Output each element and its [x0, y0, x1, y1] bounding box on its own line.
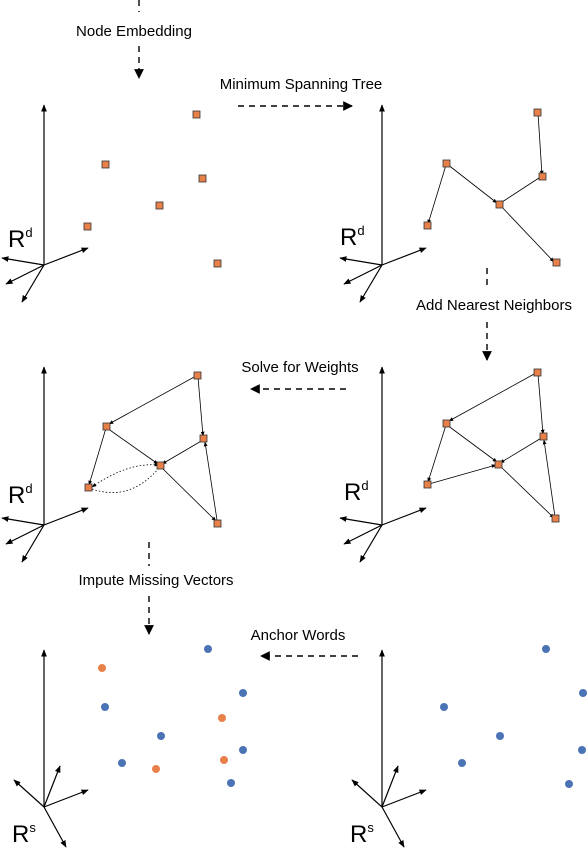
node [442, 419, 451, 428]
node [551, 514, 560, 523]
anchor-point [496, 732, 504, 740]
node [495, 200, 504, 209]
step-impute-missing-vectors: Impute Missing Vectors [78, 542, 234, 635]
node [198, 174, 207, 183]
node [83, 222, 92, 231]
node [442, 159, 451, 168]
weight-nodes [84, 371, 222, 528]
node [102, 422, 111, 431]
weight-edges [88, 375, 218, 522]
anchor-point [440, 703, 448, 711]
axes [1, 366, 89, 563]
space-label-rs: Rs [12, 820, 36, 848]
tree-edges [427, 112, 555, 263]
panel-imputed-space: Rs [12, 645, 247, 848]
node [192, 110, 201, 119]
weight-arc-lower [91, 467, 160, 493]
anchor-point [458, 759, 466, 767]
space-label-rd: Rd [344, 478, 369, 506]
imputed-points [98, 645, 247, 787]
node [552, 258, 561, 267]
anchor-point [157, 732, 165, 740]
anchor-point [542, 645, 550, 653]
step-anchor-words: Anchor Words [251, 627, 358, 661]
imputed-point [98, 664, 106, 672]
label-impute-missing-vectors: Impute Missing Vectors [78, 572, 233, 589]
space-label-rd: Rd [340, 223, 365, 251]
anchor-point [204, 645, 212, 653]
anchor-point [227, 779, 235, 787]
step-minimum-spanning-tree: Minimum Spanning Tree [220, 76, 383, 111]
weight-arc-upper [91, 462, 160, 488]
label-anchor-words: Anchor Words [251, 627, 346, 644]
node [199, 434, 208, 443]
panel-solve-weights: Rd [1, 366, 222, 563]
node [155, 201, 164, 210]
label-solve-for-weights: Solve for Weights [241, 359, 358, 376]
axes [13, 649, 89, 848]
anchor-point [579, 689, 587, 697]
node [156, 461, 165, 470]
axes [351, 649, 427, 848]
node [533, 108, 542, 117]
panel-nearest-neighbors: Rd [339, 366, 560, 563]
node [193, 371, 202, 380]
tree-nodes [423, 108, 561, 267]
panel-anchor-space: Rs [350, 645, 587, 848]
node [494, 460, 503, 469]
step-solve-for-weights: Solve for Weights [241, 359, 359, 394]
node [423, 480, 432, 489]
node [423, 221, 432, 230]
axes [339, 104, 427, 303]
node [213, 259, 222, 268]
neighbor-edges [427, 372, 556, 519]
step-node-embedding: Node Embedding [76, 0, 192, 79]
node [538, 172, 547, 181]
anchor-points [440, 645, 587, 788]
node [213, 519, 222, 528]
embedding-nodes [83, 110, 222, 268]
node [539, 432, 548, 441]
anchor-point [239, 746, 247, 754]
panel-embedding: Rd [1, 104, 222, 303]
label-minimum-spanning-tree: Minimum Spanning Tree [220, 76, 383, 93]
imputed-point [152, 765, 160, 773]
imputed-point [220, 756, 228, 764]
imputed-point [218, 714, 226, 722]
space-label-rd: Rd [8, 481, 33, 509]
node [101, 160, 110, 169]
anchor-point [239, 689, 247, 697]
node [84, 483, 93, 492]
space-label-rs: Rs [350, 820, 374, 848]
anchor-point [118, 759, 126, 767]
label-node-embedding: Node Embedding [76, 23, 192, 40]
panel-minimum-spanning-tree: Rd [339, 104, 561, 303]
axes [339, 366, 427, 563]
anchor-point [578, 746, 586, 754]
step-add-nearest-neighbors: Add Nearest Neighbors [416, 268, 572, 361]
space-label-rd: Rd [8, 225, 33, 253]
neighbor-nodes [423, 368, 560, 523]
label-add-nearest-neighbors: Add Nearest Neighbors [416, 297, 572, 314]
anchor-point [565, 780, 573, 788]
axes [1, 104, 89, 303]
anchor-point [101, 703, 109, 711]
node [533, 368, 542, 377]
